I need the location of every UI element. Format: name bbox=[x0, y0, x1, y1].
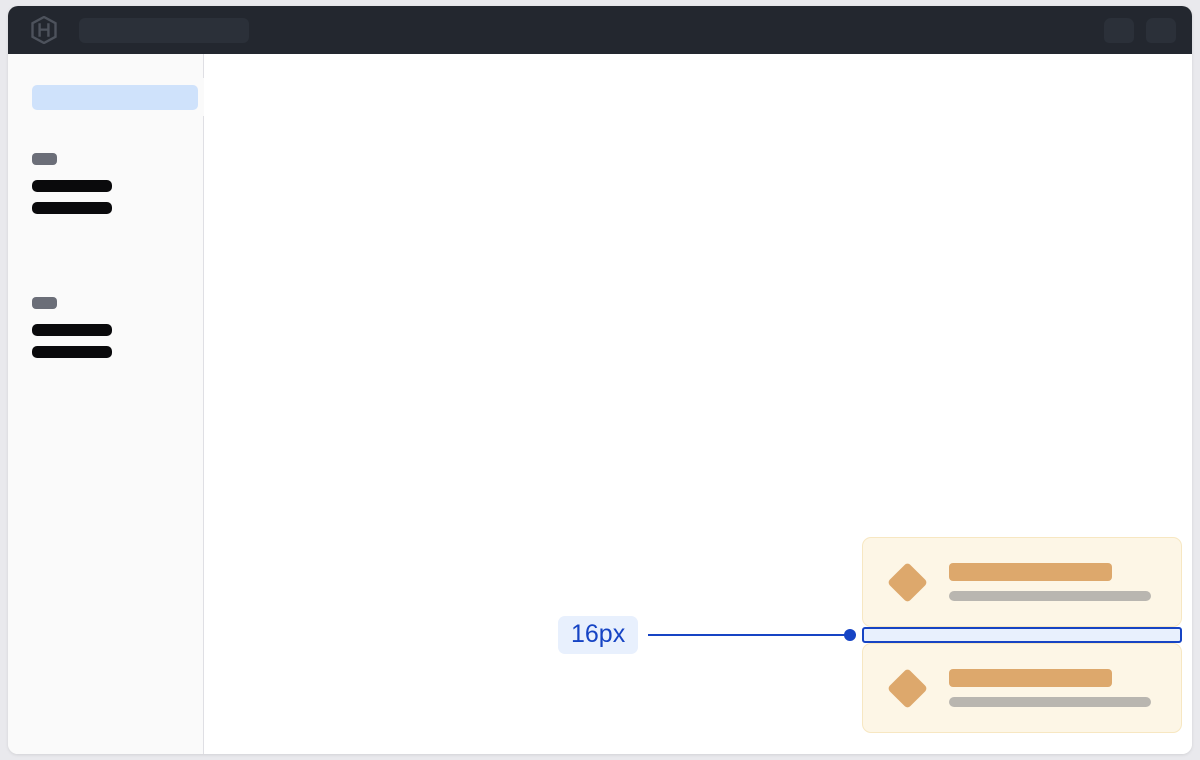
main-content-canvas: 16px bbox=[204, 54, 1192, 754]
diamond-icon bbox=[886, 667, 929, 709]
measurement-leader-line bbox=[648, 634, 850, 636]
diamond-icon bbox=[886, 561, 929, 603]
card-subtitle bbox=[949, 591, 1151, 601]
card-text-block bbox=[949, 669, 1161, 707]
sidebar bbox=[8, 54, 204, 754]
card-text-block bbox=[949, 563, 1161, 601]
topbar-chip-placeholder-2[interactable] bbox=[1146, 17, 1176, 43]
topbar-right-controls bbox=[1104, 17, 1176, 43]
sidebar-item-1-1[interactable] bbox=[32, 346, 112, 358]
gap-measurement-highlight bbox=[862, 627, 1182, 643]
card-title bbox=[949, 563, 1112, 581]
card-title bbox=[949, 669, 1112, 687]
card-stack bbox=[862, 537, 1182, 733]
sidebar-group-0-label bbox=[32, 153, 57, 165]
list-item[interactable] bbox=[862, 643, 1182, 733]
list-item[interactable] bbox=[862, 537, 1182, 627]
app-window: 16px bbox=[8, 6, 1192, 754]
topbar-chip-placeholder-1[interactable] bbox=[1104, 17, 1134, 43]
sidebar-active-item[interactable] bbox=[32, 85, 198, 110]
measurement-endpoint-dot bbox=[844, 629, 856, 641]
sidebar-item-0-0[interactable] bbox=[32, 180, 112, 192]
top-navigation-bar bbox=[8, 6, 1192, 54]
global-search-input[interactable] bbox=[79, 17, 249, 43]
measurement-value-badge: 16px bbox=[558, 616, 639, 654]
hashicorp-hexagon-logo-icon[interactable] bbox=[31, 16, 57, 44]
sidebar-item-1-0[interactable] bbox=[32, 324, 112, 336]
sidebar-item-0-1[interactable] bbox=[32, 202, 112, 214]
sidebar-group-1-label bbox=[32, 297, 57, 309]
card-subtitle bbox=[949, 697, 1151, 707]
